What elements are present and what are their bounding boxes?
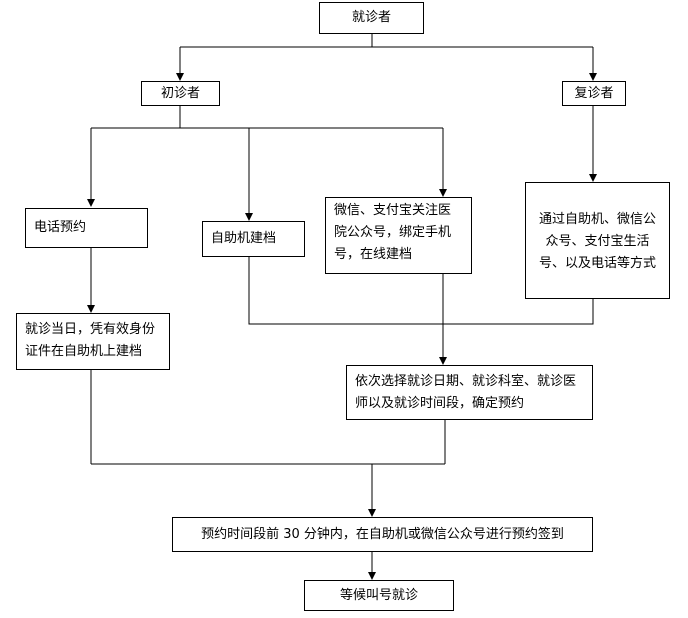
connector-kiosk-merge bbox=[248, 257, 594, 325]
node-wait: 等候叫号就诊 bbox=[304, 580, 454, 611]
node-wechat-alipay: 微信、支付宝关注医院公众号，绑定手机号，在线建档 bbox=[325, 197, 472, 274]
node-visit: 就诊者 bbox=[319, 2, 424, 34]
node-return-visit: 复诊者 bbox=[562, 81, 626, 106]
node-first-visit: 初诊者 bbox=[141, 81, 220, 106]
node-kiosk-register: 自助机建档 bbox=[202, 221, 305, 257]
node-return-channels: 通过自助机、微信公众号、支付宝生活号、以及电话等方式 bbox=[525, 182, 670, 299]
node-same-day-kiosk: 就诊当日，凭有效身份证件在自助机上建档 bbox=[16, 313, 170, 370]
node-phone-booking: 电话预约 bbox=[25, 208, 148, 248]
node-check-in: 预约时间段前 30 分钟内，在自助机或微信公众号进行预约签到 bbox=[172, 517, 593, 552]
node-select-schedule: 依次选择就诊日期、就诊科室、就诊医师以及就诊时间段，确定预约 bbox=[346, 365, 593, 420]
